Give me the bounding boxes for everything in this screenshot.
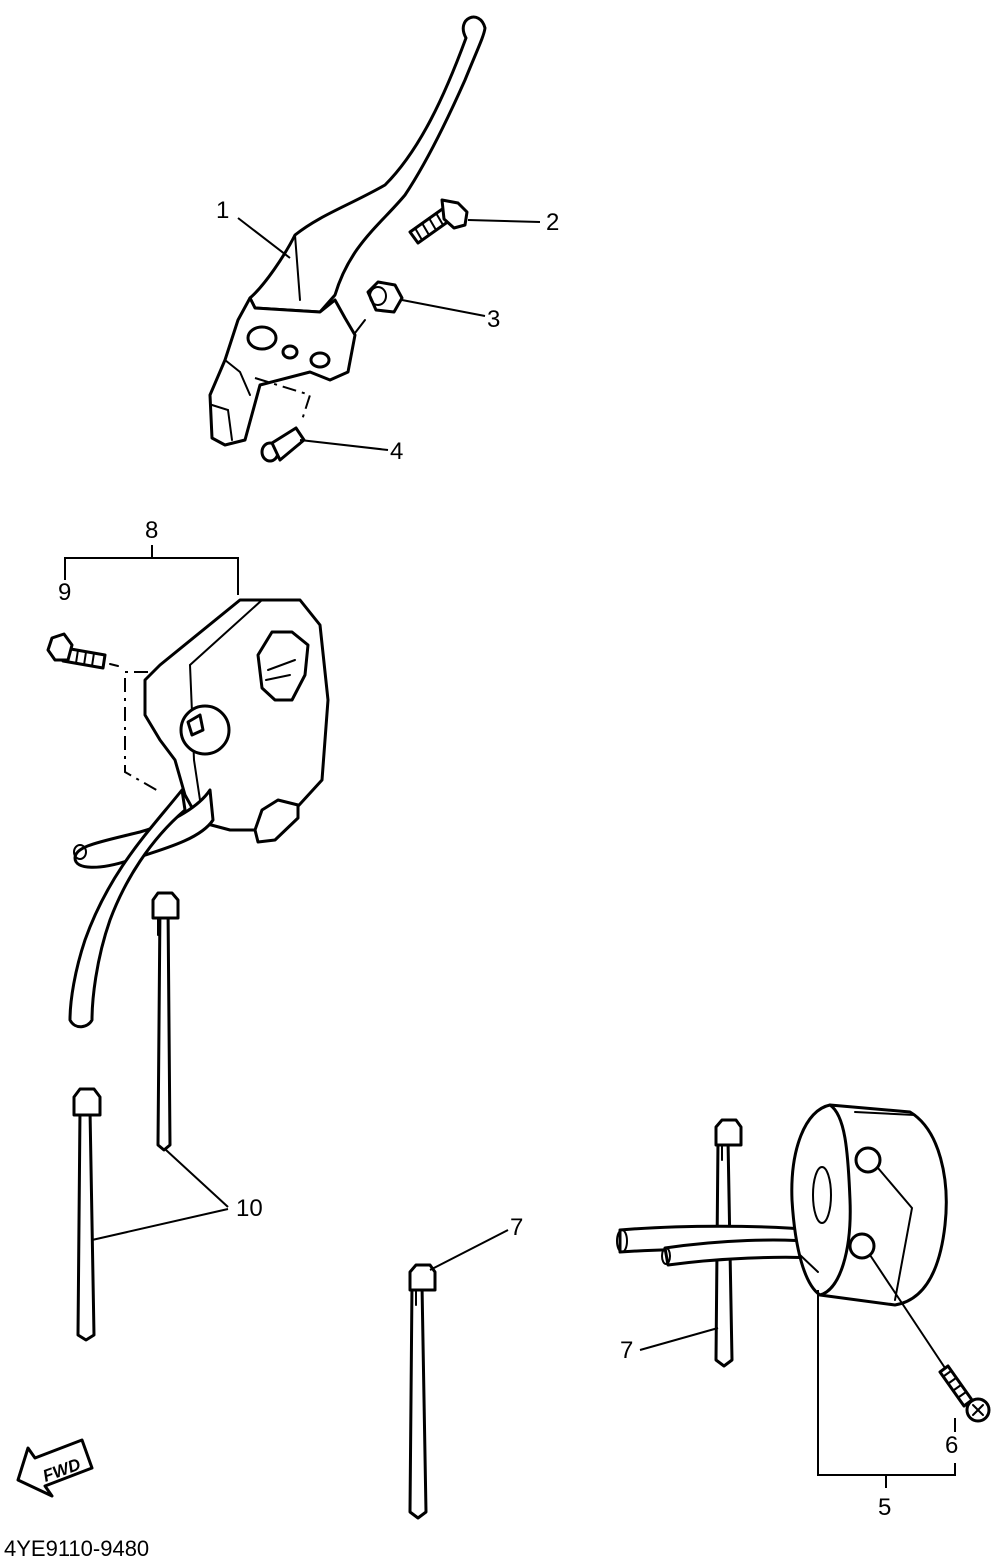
callout-1: 1 <box>216 197 229 224</box>
callout-9: 9 <box>58 579 71 606</box>
callout-5: 5 <box>878 1494 891 1521</box>
lever <box>208 15 487 447</box>
cable-tie-left-lower <box>72 1087 102 1342</box>
callout-2: 2 <box>546 209 559 236</box>
bolt <box>408 198 469 245</box>
callout-6: 6 <box>945 1432 958 1459</box>
left-handlebar-switch <box>68 598 330 1029</box>
right-handlebar-switch <box>616 1103 948 1369</box>
bracket-5 <box>817 1290 956 1488</box>
diagram-code: 4YE9110-9480 <box>4 1536 149 1561</box>
callout-4: 4 <box>390 438 403 465</box>
nut <box>354 280 404 334</box>
forward-arrow-icon: FWD <box>16 1438 94 1498</box>
callout-8: 8 <box>145 517 158 544</box>
adjuster-screw <box>254 377 312 463</box>
cable-tie-left-upper <box>151 891 180 1152</box>
callout-7-upper: 7 <box>510 1214 523 1241</box>
switch-screw <box>46 632 119 670</box>
callout-10: 10 <box>236 1195 263 1222</box>
callout-7-lower: 7 <box>620 1337 633 1364</box>
leader-lines <box>91 217 719 1351</box>
bracket-8 <box>64 545 239 595</box>
cable-tie-middle <box>408 1263 437 1520</box>
callout-3: 3 <box>487 306 500 333</box>
right-switch-screw <box>938 1364 991 1423</box>
